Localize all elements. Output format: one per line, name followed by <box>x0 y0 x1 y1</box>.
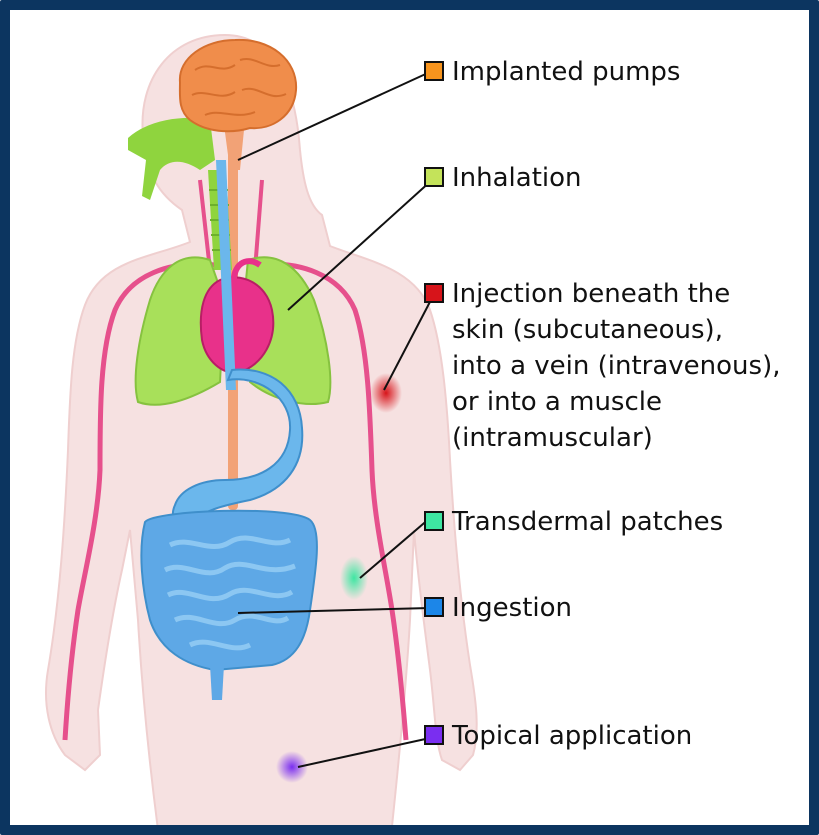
implanted-pumps-label: Implanted pumps <box>452 54 680 90</box>
injection-swatch <box>424 283 444 303</box>
injection-label: Injection beneath the skin (subcutaneous… <box>452 276 780 456</box>
legend-item-transdermal-patches: Transdermal patches <box>424 504 723 540</box>
inhalation-label: Inhalation <box>452 160 582 196</box>
ingestion-label: Ingestion <box>452 590 572 626</box>
legend-item-injection: Injection beneath the skin (subcutaneous… <box>424 276 780 456</box>
legend-item-topical-application: Topical application <box>424 718 692 754</box>
rectum <box>210 665 224 700</box>
legend-item-implanted-pumps: Implanted pumps <box>424 54 680 90</box>
transdermal-patches-label: Transdermal patches <box>452 504 723 540</box>
transdermal-patches-swatch <box>424 511 444 531</box>
topical-application-label: Topical application <box>452 718 692 754</box>
legend-item-inhalation: Inhalation <box>424 160 582 196</box>
body-silhouette <box>46 35 477 835</box>
brain <box>180 40 296 131</box>
transdermal-site <box>340 556 368 600</box>
implanted-pumps-swatch <box>424 61 444 81</box>
inhalation-swatch <box>424 167 444 187</box>
legend-item-ingestion: Ingestion <box>424 590 572 626</box>
topical-site <box>276 751 308 783</box>
topical-application-swatch <box>424 725 444 745</box>
ingestion-swatch <box>424 597 444 617</box>
injection-site <box>370 373 402 413</box>
